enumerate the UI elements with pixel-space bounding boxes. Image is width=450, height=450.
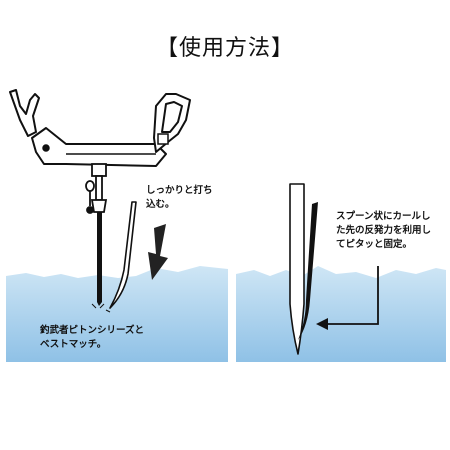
rod-holder xyxy=(9,89,191,167)
straight-spike xyxy=(289,183,305,355)
hammer-label-line1: しっかりと打ち xyxy=(146,185,213,196)
clamp-knob xyxy=(85,163,108,214)
pointer-arrowhead xyxy=(316,318,328,330)
ground-marks xyxy=(91,303,111,313)
pole xyxy=(97,212,102,306)
right-illustration xyxy=(236,183,446,362)
hammer-arrow xyxy=(148,224,168,280)
right-label-line2: た先の反発力を利用し xyxy=(336,225,432,236)
pointer-arrow xyxy=(322,266,379,325)
right-panel: スプーン状にカールし た先の反発力を利用し てピタッと固定。 xyxy=(236,170,446,362)
left-panel: しっかりと打ち 込む。 釣武者ピトンシリーズと ベストマッチ。 xyxy=(6,80,228,362)
hammer-label-line2: 込む。 xyxy=(146,199,175,210)
left-claw xyxy=(9,89,40,137)
bottom-label-line2: ベストマッチ。 xyxy=(40,339,107,350)
left-illustration xyxy=(6,89,228,362)
water-area xyxy=(6,266,228,362)
curled-blade xyxy=(298,202,318,340)
bottom-label-line1: 釣武者ピトンシリーズと xyxy=(40,325,145,336)
curved-spike xyxy=(109,201,137,309)
right-label-line1: スプーン状にカールし xyxy=(336,211,431,222)
right-label-line3: てピタッと固定。 xyxy=(336,239,413,250)
holder-bar xyxy=(31,127,167,167)
page-title: 【使用方法】 xyxy=(155,36,294,61)
water-area xyxy=(236,266,446,362)
